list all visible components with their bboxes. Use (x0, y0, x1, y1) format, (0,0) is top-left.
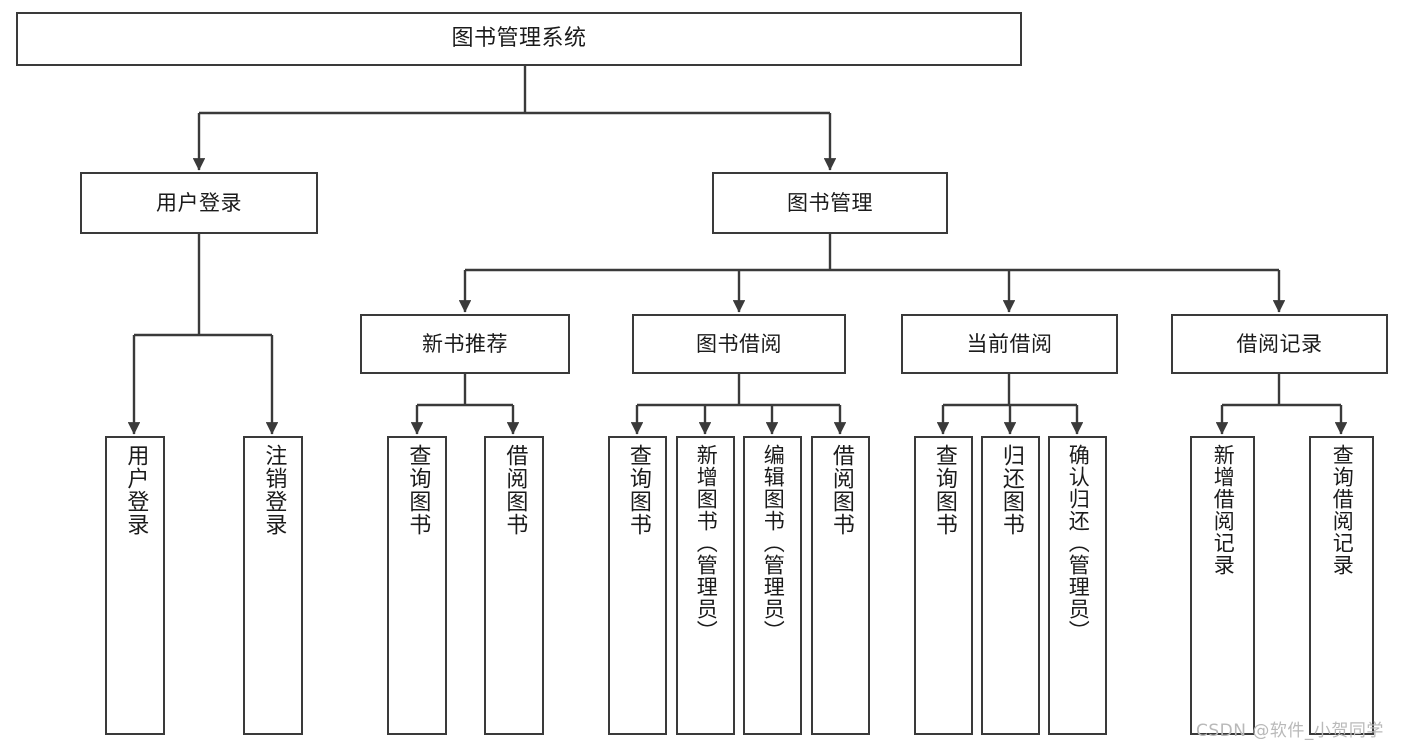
leaf-query-book-current-label: 查询图书 (931, 444, 957, 536)
leaf-add-borrow-record[interactable]: 新增借阅记录 (1190, 436, 1255, 735)
leaf-borrow-book-recommend[interactable]: 借阅图书 (484, 436, 544, 735)
node-new-book-recommend[interactable]: 新书推荐 (360, 314, 570, 374)
leaf-edit-book-admin[interactable]: 编辑图书（管理员） (743, 436, 802, 735)
leaf-borrow-book-label: 借阅图书 (828, 444, 854, 536)
leaf-confirm-return-admin[interactable]: 确认归还（管理员） (1048, 436, 1107, 735)
leaf-return-book[interactable]: 归还图书 (981, 436, 1040, 735)
node-current-borrow[interactable]: 当前借阅 (901, 314, 1118, 374)
node-book-manage-label: 图书管理 (787, 190, 873, 215)
node-book-borrow[interactable]: 图书借阅 (632, 314, 846, 374)
node-user-login[interactable]: 用户登录 (80, 172, 318, 234)
leaf-query-book-borrow-label: 查询图书 (625, 444, 651, 536)
leaf-query-borrow-record[interactable]: 查询借阅记录 (1309, 436, 1374, 735)
leaf-add-book-admin-label: 新增图书（管理员） (694, 444, 719, 642)
leaf-query-book-recommend-label: 查询图书 (405, 444, 431, 536)
leaf-add-borrow-record-label: 新增借阅记录 (1211, 444, 1236, 576)
leaf-add-book-admin[interactable]: 新增图书（管理员） (676, 436, 735, 735)
node-new-book-recommend-label: 新书推荐 (422, 331, 508, 356)
leaf-return-book-label: 归还图书 (998, 444, 1024, 536)
leaf-query-borrow-record-label: 查询借阅记录 (1330, 444, 1355, 576)
node-user-login-label: 用户登录 (156, 190, 242, 215)
leaf-user-login[interactable]: 用户登录 (105, 436, 165, 735)
node-root[interactable]: 图书管理系统 (16, 12, 1022, 66)
leaf-user-logout[interactable]: 注销登录 (243, 436, 303, 735)
leaf-confirm-return-admin-label: 确认归还（管理员） (1066, 444, 1091, 642)
leaf-user-logout-label: 注销登录 (261, 444, 287, 536)
leaf-borrow-book[interactable]: 借阅图书 (811, 436, 870, 735)
node-book-manage[interactable]: 图书管理 (712, 172, 948, 234)
leaf-query-book-borrow[interactable]: 查询图书 (608, 436, 667, 735)
leaf-query-book-current[interactable]: 查询图书 (914, 436, 973, 735)
node-borrow-record-label: 借阅记录 (1236, 331, 1323, 356)
leaf-edit-book-admin-label: 编辑图书（管理员） (761, 444, 786, 642)
node-root-label: 图书管理系统 (451, 26, 587, 52)
node-borrow-record[interactable]: 借阅记录 (1171, 314, 1388, 374)
node-current-borrow-label: 当前借阅 (966, 331, 1053, 356)
csdn-watermark: CSDN @软件_小贺同学 (1196, 721, 1384, 741)
leaf-query-book-recommend[interactable]: 查询图书 (387, 436, 447, 735)
node-book-borrow-label: 图书借阅 (696, 331, 782, 356)
leaf-user-login-label: 用户登录 (123, 444, 149, 536)
leaf-borrow-book-recommend-label: 借阅图书 (502, 444, 528, 536)
